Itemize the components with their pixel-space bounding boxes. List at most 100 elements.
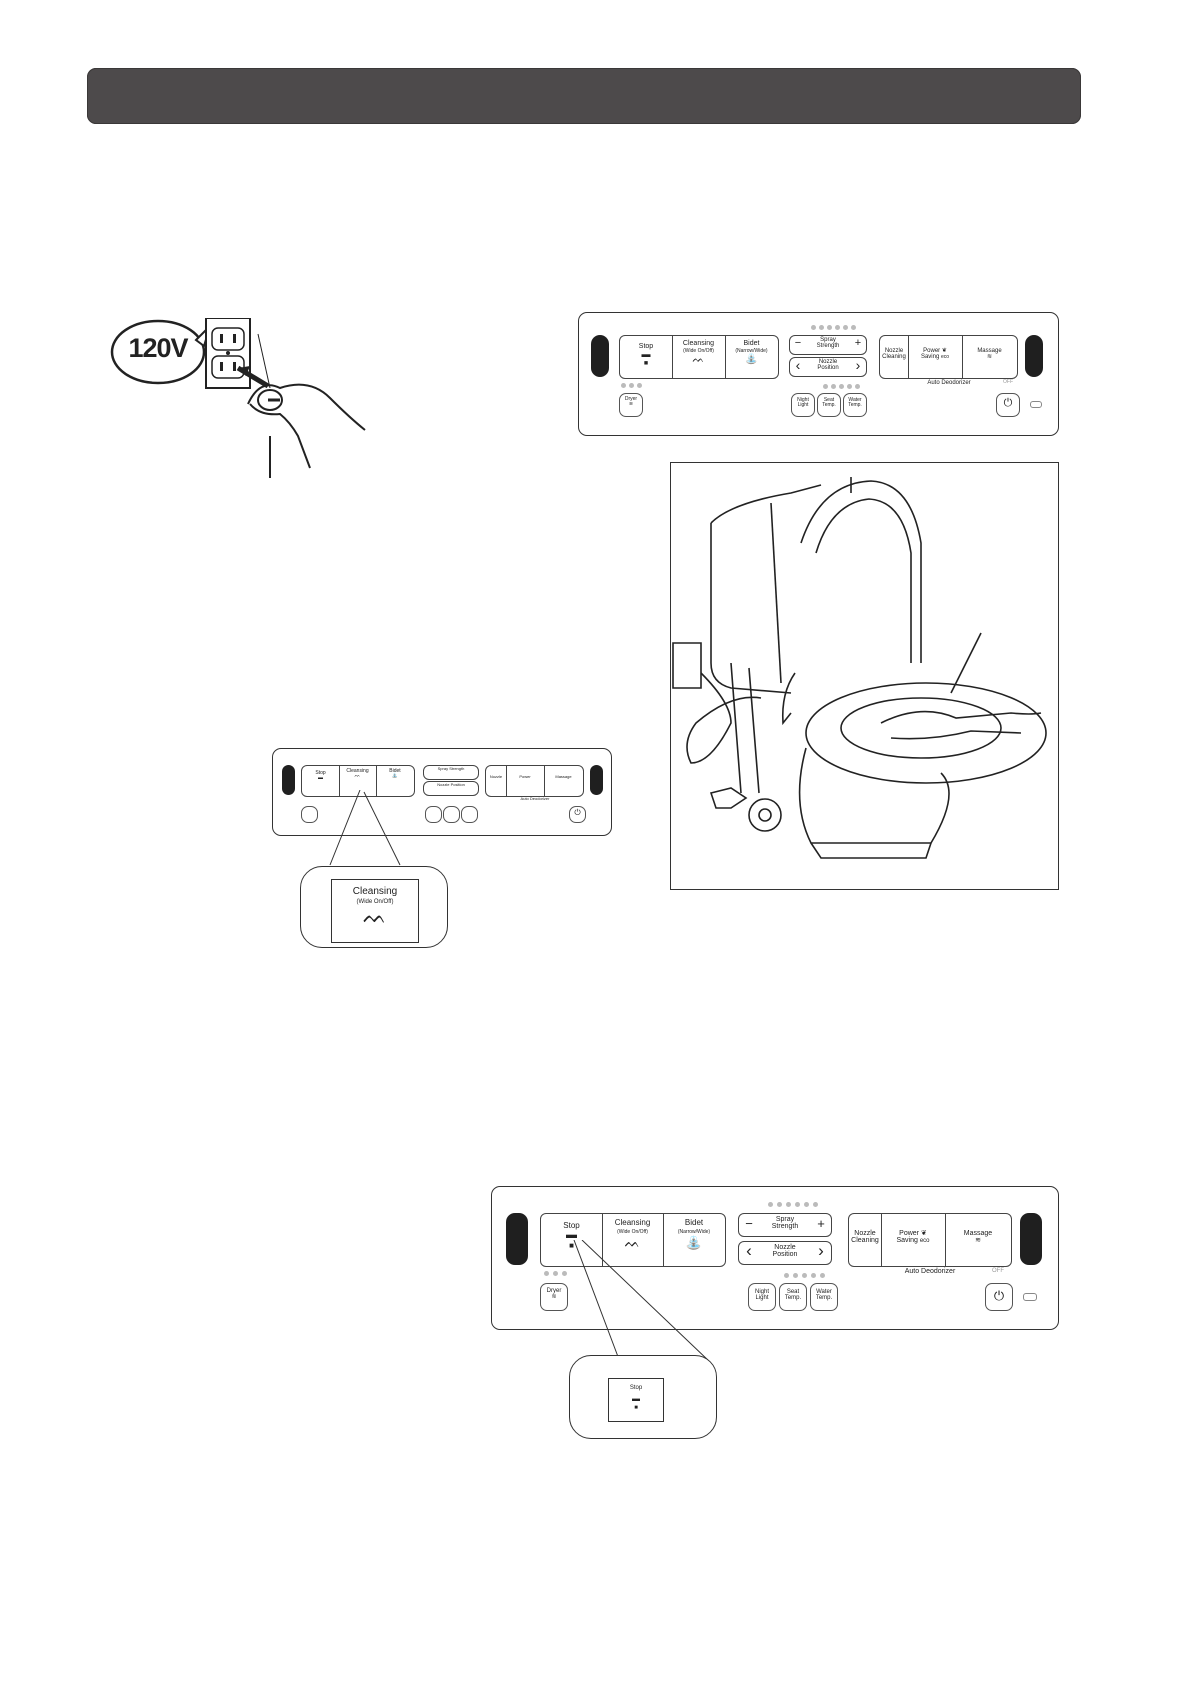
nozzle-label: Nozzle	[818, 359, 838, 365]
panel3-massage-button[interactable]: Massage≋	[945, 1230, 1011, 1245]
cleansing-label: Cleansing	[682, 340, 715, 347]
panel2-water-temp-button[interactable]	[461, 806, 478, 823]
light-label: Light	[797, 402, 809, 409]
panel2-nozzle-label: Nozzle	[437, 782, 450, 787]
panel3-massage-label: Massage	[963, 1230, 993, 1237]
panel2-seat-temp-button[interactable]	[443, 806, 460, 823]
panel3-water-temp-label: Temp.	[815, 1295, 833, 1302]
panel3-left-cap	[506, 1213, 528, 1265]
panel3-nozzle-cleaning-label-2: Cleaning	[851, 1237, 879, 1245]
panel3-stop-button[interactable]: Stop▬■	[563, 1221, 580, 1250]
panel2-massage-label: Massage	[555, 774, 572, 779]
panel2-position-label: Position	[450, 782, 465, 787]
dryer-button[interactable]: Dryer≋	[619, 393, 643, 417]
panel2-nozzle-control[interactable]: Nozzle Position	[423, 781, 479, 796]
cleansing-button[interactable]: Cleansing(Wide On/Off)ᨓ	[672, 340, 725, 365]
panel3-night-label: Night	[754, 1289, 769, 1295]
panel-right-cap	[1025, 335, 1043, 377]
panel3-power-button[interactable]: ⏻	[985, 1283, 1013, 1311]
panel3-off-label: OFF	[992, 1268, 1004, 1274]
panel3-spray-minus-button[interactable]: −	[745, 1216, 753, 1231]
panel2-power-button[interactable]: ⏻	[569, 806, 586, 823]
panel2-spray-control[interactable]: Spray Strength	[423, 765, 479, 780]
panel3-indicator-led	[1023, 1293, 1037, 1301]
panel3-strength-label: Strength	[771, 1223, 799, 1231]
panel3-spray-plus-button[interactable]: +	[817, 1216, 825, 1231]
panel2-strength-label: Strength	[449, 766, 465, 771]
stop-callout-button: Stop ▬ ■	[608, 1378, 664, 1422]
callout-cleansing-icon: ᨓ	[363, 906, 387, 928]
night-label: Night	[797, 397, 809, 403]
control-panel-bottom: Stop▬■ Cleansing(Wide On/Off)ᨓ Bidet(Nar…	[491, 1186, 1059, 1330]
panel3-dryer-button[interactable]: Dryer≋	[540, 1283, 568, 1311]
power-button[interactable]: ⏻	[996, 393, 1020, 417]
panel3-main-buttons: Stop▬■ Cleansing(Wide On/Off)ᨓ Bidet(Nar…	[540, 1213, 726, 1267]
panel2-stop-button[interactable]: Stop▬	[315, 770, 326, 782]
saving-label: Saving	[920, 354, 940, 361]
panel3-nozzle-back-button[interactable]: ‹	[746, 1241, 752, 1260]
power-label: Power	[923, 348, 941, 354]
panel3-leaf-icon: ❦	[920, 1230, 927, 1237]
off-label: OFF	[1003, 379, 1013, 385]
panel2-dryer-button[interactable]	[301, 806, 318, 823]
panel2-secondary-buttons: Nozzle Power Massage	[485, 765, 584, 797]
panel3-bidet-sub-label: (Narrow/Wide)	[677, 1229, 711, 1236]
indicator-led	[1030, 401, 1042, 408]
nozzle-forward-button[interactable]: ›	[855, 357, 861, 373]
massage-button[interactable]: Massage≋	[962, 348, 1017, 361]
spray-label: Spray	[820, 337, 836, 343]
panel2-night-light-button[interactable]	[425, 806, 442, 823]
control-panel-top: Stop▬■ Cleansing(Wide On/Off)ᨓ Bidet(Nar…	[578, 312, 1059, 436]
callout-cleansing-title: Cleansing	[352, 886, 398, 897]
bidet-button[interactable]: Bidet(Narrow/Wide)⛲	[725, 340, 778, 365]
panel3-right-cap	[1020, 1213, 1042, 1265]
spray-minus-button[interactable]: −	[794, 337, 802, 349]
panel3-cleansing-sub-label: (Wide On/Off)	[617, 1229, 648, 1236]
cleansing-icon: ᨓ	[692, 353, 705, 365]
panel3-nozzle-label: Nozzle	[774, 1244, 796, 1251]
panel3-nozzle-forward-button[interactable]: ›	[818, 1241, 824, 1260]
stop-button[interactable]: Stop▬■	[638, 343, 654, 367]
panel2-power-label: Power	[519, 774, 531, 779]
panel3-power-icon: ⏻	[993, 1288, 1005, 1303]
panel2-auto-deodorizer-label: Auto Deodorizer	[520, 796, 550, 801]
panel2-bidet-button[interactable]: Bidet⛲	[389, 768, 401, 780]
panel2-left-cap	[282, 765, 295, 795]
power-saving-button[interactable]: Power ❦Saving eco	[908, 348, 962, 361]
callout-stop-indicator: ▬	[632, 1394, 640, 1403]
panel3-spray-label: Spray	[775, 1216, 795, 1223]
panel3-power-saving-button[interactable]: Power ❦Saving eco	[881, 1230, 945, 1245]
panel3-seat-label: Seat	[786, 1289, 800, 1295]
nozzle-back-button[interactable]: ‹	[795, 357, 801, 373]
panel3-auto-deodorizer-label: Auto Deodorizer	[904, 1268, 956, 1275]
auto-deodorizer-label: Auto Deodorizer	[927, 380, 971, 386]
nozzle-cleaning-label-2: Cleaning	[882, 354, 906, 361]
panel3-bidet-icon: ⛲	[685, 1234, 703, 1250]
spray-plus-button[interactable]: +	[854, 337, 862, 349]
cleansing-sub-label: (Wide On/Off)	[683, 348, 714, 355]
panel3-bidet-button[interactable]: Bidet(Narrow/Wide)⛲	[663, 1218, 725, 1250]
main-button-group: Stop▬■ Cleansing(Wide On/Off)ᨓ Bidet(Nar…	[619, 335, 779, 379]
panel3-cleansing-button[interactable]: Cleansing(Wide On/Off)ᨓ	[602, 1218, 663, 1249]
massage-label: Massage	[977, 348, 1002, 354]
panel3-dryer-icon: ≋	[551, 1294, 557, 1301]
panel2-cleansing-label: Cleansing	[346, 768, 369, 774]
callout-stop-icon: ■	[634, 1405, 638, 1411]
water-label: Water	[848, 397, 862, 403]
